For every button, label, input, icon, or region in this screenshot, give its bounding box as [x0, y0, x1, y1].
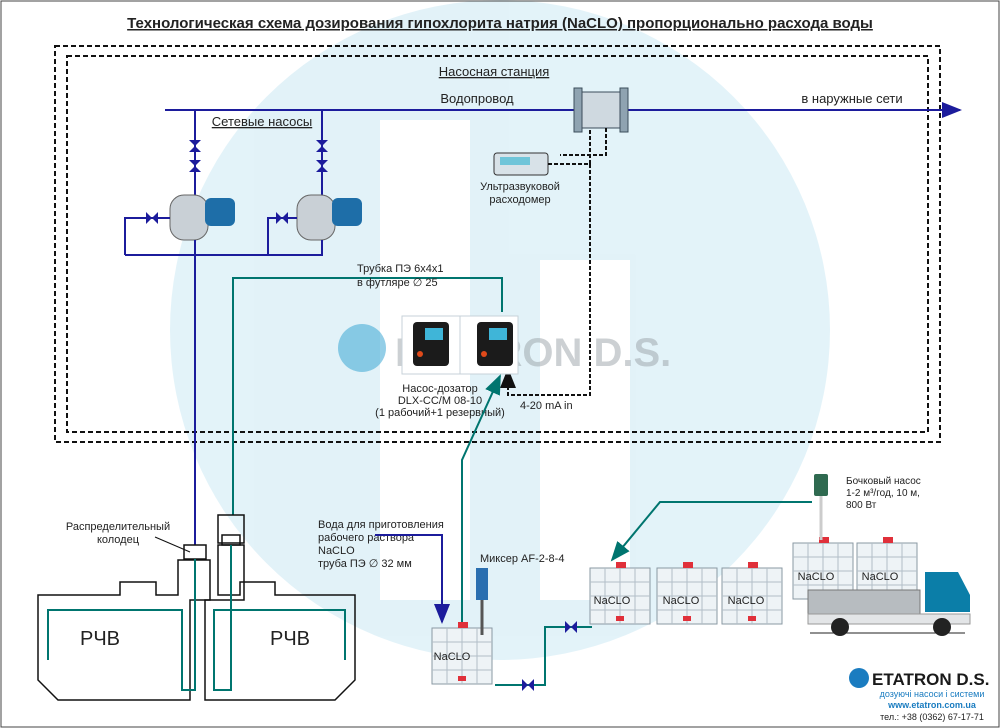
delivery-truck — [792, 536, 971, 636]
distribution-leader — [154, 536, 191, 553]
truck-tank-1-label: NaCLO — [798, 571, 835, 583]
flowmeter-spool — [573, 87, 629, 133]
reservoir-right-label: РЧВ — [270, 628, 310, 650]
dosing-label-3: (1 рабочий+1 резервный) — [375, 407, 505, 419]
barrel-pump-label-3: 800 Вт — [846, 500, 877, 511]
water-label-2: рабочего раствора — [318, 532, 415, 544]
storage-tank-1 — [589, 561, 651, 625]
flowmeter-label-1: Ультразвуковой — [480, 181, 560, 193]
distribution-label-1: Распределительный — [66, 521, 170, 533]
storage-tank-1-label: NaCLO — [594, 595, 631, 607]
reservoir-left-label: РЧВ — [80, 628, 120, 650]
logo-phone: тел.: +38 (0362) 67-17-71 — [880, 712, 984, 722]
etatron-logo: ETATRON D.S. дозуючі насоси і системи ww… — [849, 668, 989, 722]
barrel-pump-label-2: 1-2 м³/год, 10 м, — [846, 488, 920, 499]
water-label-3: NaCLO — [318, 545, 355, 557]
logo-website: www.etatron.com.ua — [887, 700, 977, 710]
storage-tank-3 — [721, 561, 783, 625]
station-boundary-outer — [54, 45, 941, 443]
tube-label-2: в футляре ∅ 25 — [357, 277, 438, 289]
signal-label: 4-20 mA in — [520, 400, 573, 412]
to-network-label: в наружные сети — [801, 91, 902, 106]
storage-tank-2-label: NaCLO — [663, 595, 700, 607]
station-boundary-inner — [66, 55, 929, 433]
tube-label-1: Трубка ПЭ 6х4х1 — [357, 263, 443, 275]
reservoir-left — [37, 559, 211, 701]
reservoir-right-pipe — [213, 545, 346, 691]
water-feed-pipe — [375, 534, 450, 624]
dosing-label-2: DLX-CC/M 08-10 — [398, 395, 482, 407]
water-label-1: Вода для приготовления — [318, 519, 444, 531]
valve-icon — [522, 679, 534, 691]
valve-icon — [565, 621, 577, 633]
truck-tank-2-label: NaCLO — [862, 571, 899, 583]
mixer-tank-label: NaCLO — [434, 651, 471, 663]
mixer-tank — [431, 568, 493, 685]
barrel-pump — [814, 474, 828, 540]
network-pump-2 — [195, 110, 362, 256]
storage-tank-3-label: NaCLO — [728, 595, 765, 607]
logo-brand: ETATRON D.S. — [872, 670, 989, 689]
dosing-tube — [232, 277, 503, 515]
logo-tagline: дозуючі насоси і системи — [880, 689, 985, 699]
mixer-label: Миксер AF-2-8-4 — [480, 553, 564, 565]
dosing-label-1: Насос-дозатор — [402, 383, 477, 395]
distribution-label-2: колодец — [97, 534, 140, 546]
reservoir-left-pipe — [47, 559, 196, 691]
diagram-title: Технологическая схема дозирования гипохл… — [127, 15, 873, 32]
dosing-pump-2 — [459, 315, 519, 375]
water-main-label: Водопровод — [440, 91, 514, 106]
suction-line — [461, 374, 501, 635]
water-label-4: труба ПЭ ∅ 32 мм — [318, 558, 412, 570]
barrel-pump-line — [610, 501, 812, 562]
flowmeter-label-2: расходомер — [489, 194, 550, 206]
barrel-pump-label-1: Бочковый насос — [846, 476, 921, 487]
network-pumps-label: Сетевые насосы — [212, 114, 312, 129]
storage-tank-2 — [656, 561, 718, 625]
ultrasonic-flowmeter — [494, 128, 607, 396]
station-label: Насосная станция — [439, 64, 550, 79]
dosing-pump-1 — [401, 315, 461, 375]
